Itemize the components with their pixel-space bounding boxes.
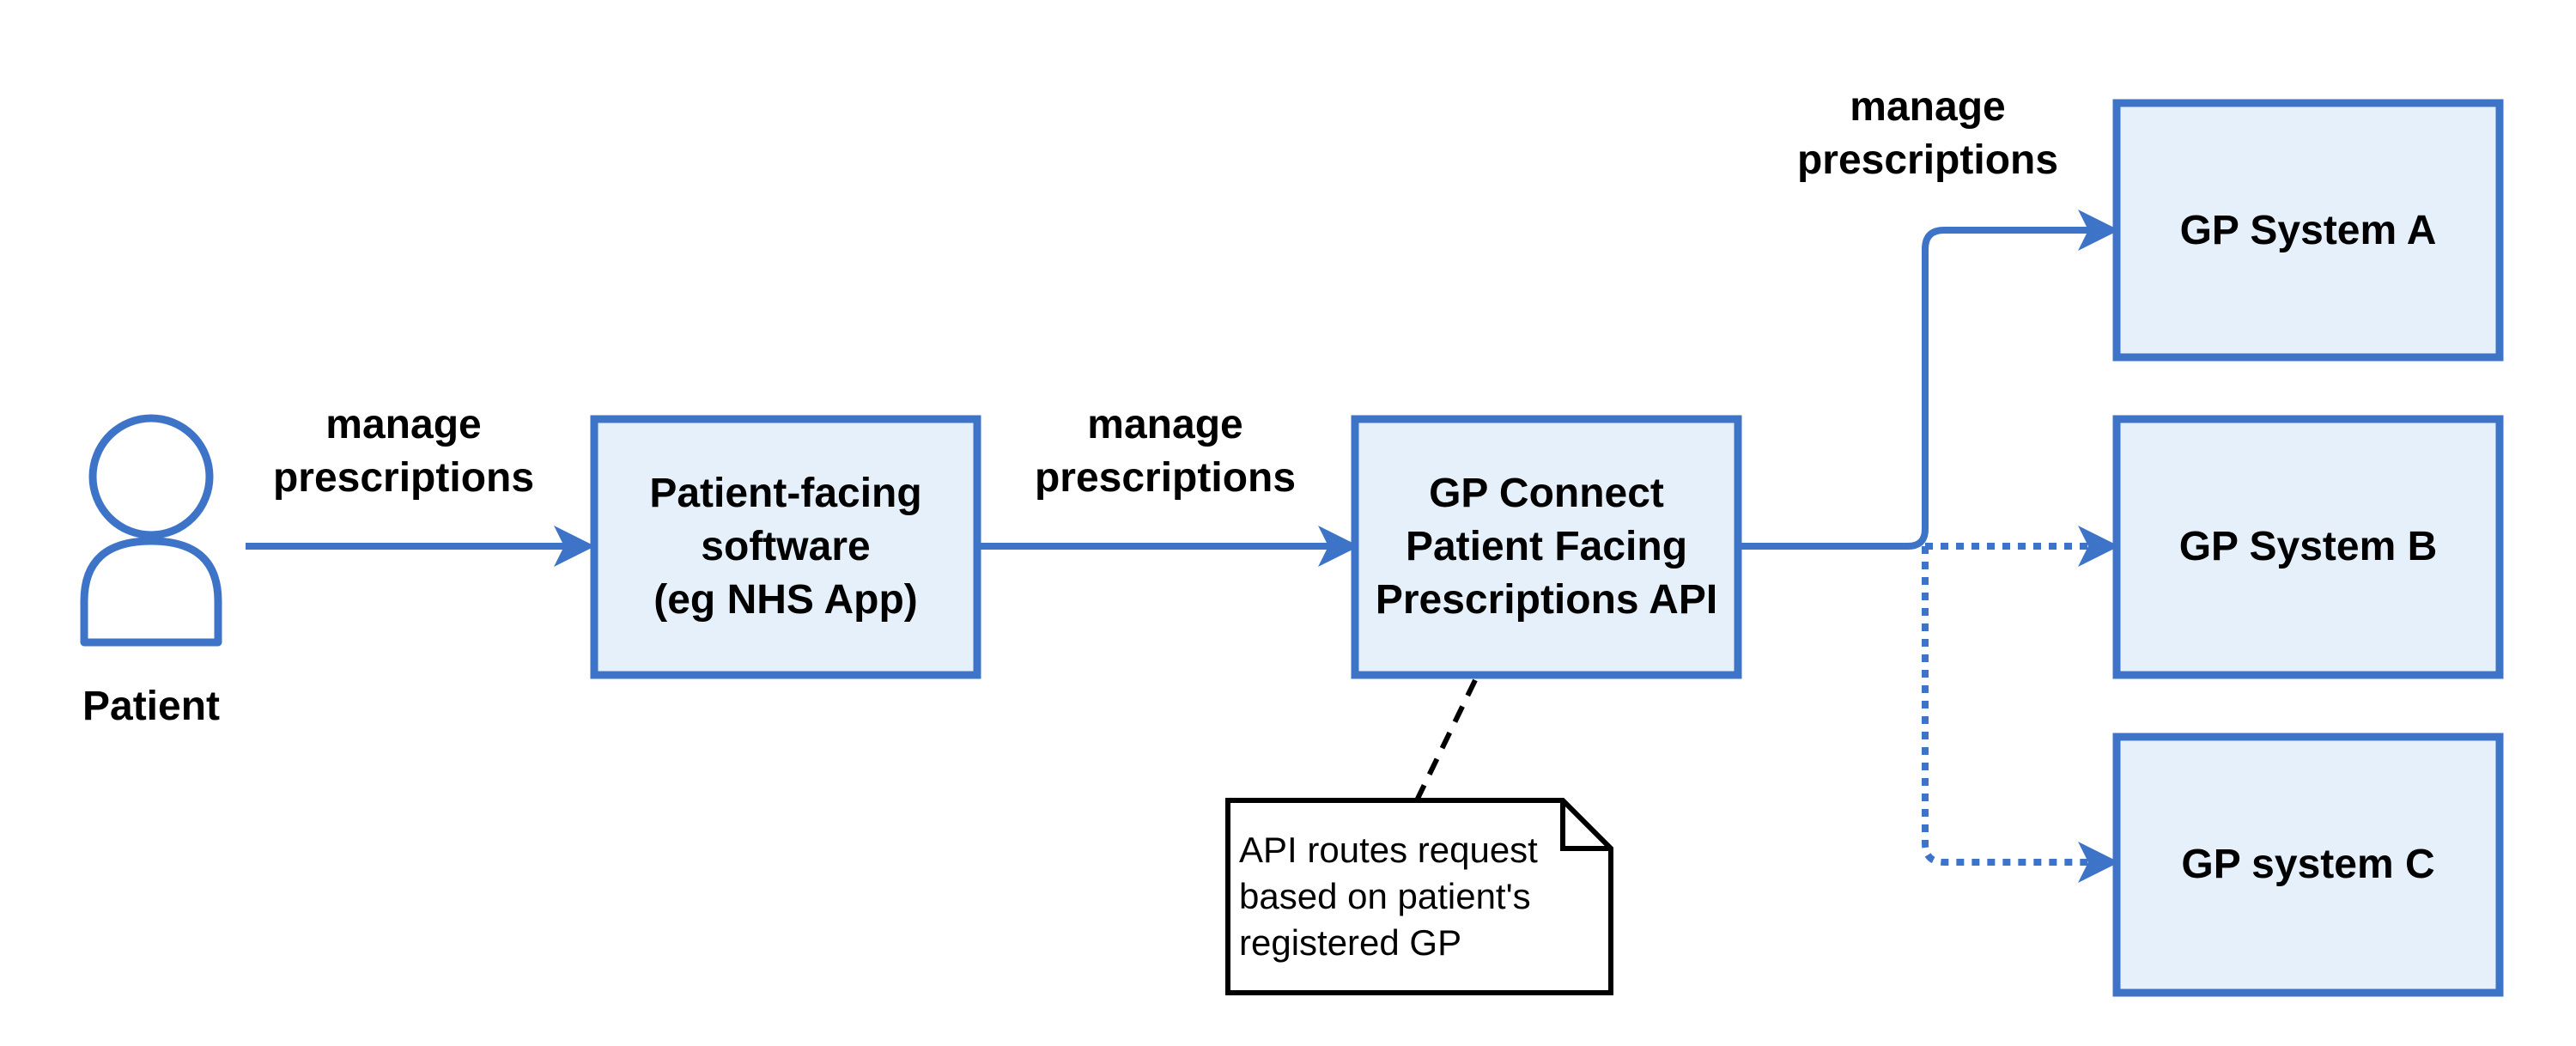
edge-label-patient-to-software: manage prescriptions <box>273 402 534 501</box>
note-line: based on patient's <box>1239 876 1531 916</box>
edge-label-line: prescriptions <box>1797 137 2058 183</box>
box-label-line: software <box>701 524 870 569</box>
box-label-line: (eg NHS App) <box>653 577 918 623</box>
edges <box>246 210 2119 883</box>
box-label-line: GP system C <box>2181 842 2434 887</box>
gp-connect-api-box: GP Connect Patient Facing Prescriptions … <box>1351 415 1742 679</box>
note-line: registered GP <box>1239 922 1461 963</box>
note-line: API routes request <box>1239 830 1538 870</box>
box-label-line: GP System A <box>2180 208 2437 253</box>
box-label-line: Patient-facing <box>649 471 921 516</box>
box-label-line: GP System B <box>2179 524 2438 569</box>
edge-label-line: manage <box>1850 84 2005 130</box>
patient-facing-software-box: Patient-facing software (eg NHS App) <box>590 415 981 679</box>
note-connector <box>1414 678 1478 802</box>
edge-label-software-to-api: manage prescriptions <box>1035 402 1296 501</box>
gp-system-c-box: GP system C <box>2112 733 2504 997</box>
edge-api-to-gp-system-a <box>1736 210 2119 550</box>
edge-label-api-to-gp: manage prescriptions <box>1797 84 2058 183</box>
edge-label-line: manage <box>1087 402 1242 447</box>
patient-label: Patient <box>82 684 220 729</box>
edge-label-line: prescriptions <box>273 455 534 501</box>
routing-note: API routes request based on patient's re… <box>1225 798 1613 995</box>
person-icon <box>80 414 222 647</box>
box-label-line: Prescriptions API <box>1376 577 1717 623</box>
edge-label-line: manage <box>325 402 481 447</box>
gp-system-b-box: GP System B <box>2112 415 2504 679</box>
box-label-line: GP Connect <box>1429 471 1664 516</box>
gp-system-a-box: GP System A <box>2112 99 2504 362</box>
edge-label-line: prescriptions <box>1035 455 1296 501</box>
edge-api-to-gp-system-c <box>1922 546 2119 883</box>
box-label-line: Patient Facing <box>1406 524 1687 569</box>
patient-actor: Patient <box>80 414 222 729</box>
